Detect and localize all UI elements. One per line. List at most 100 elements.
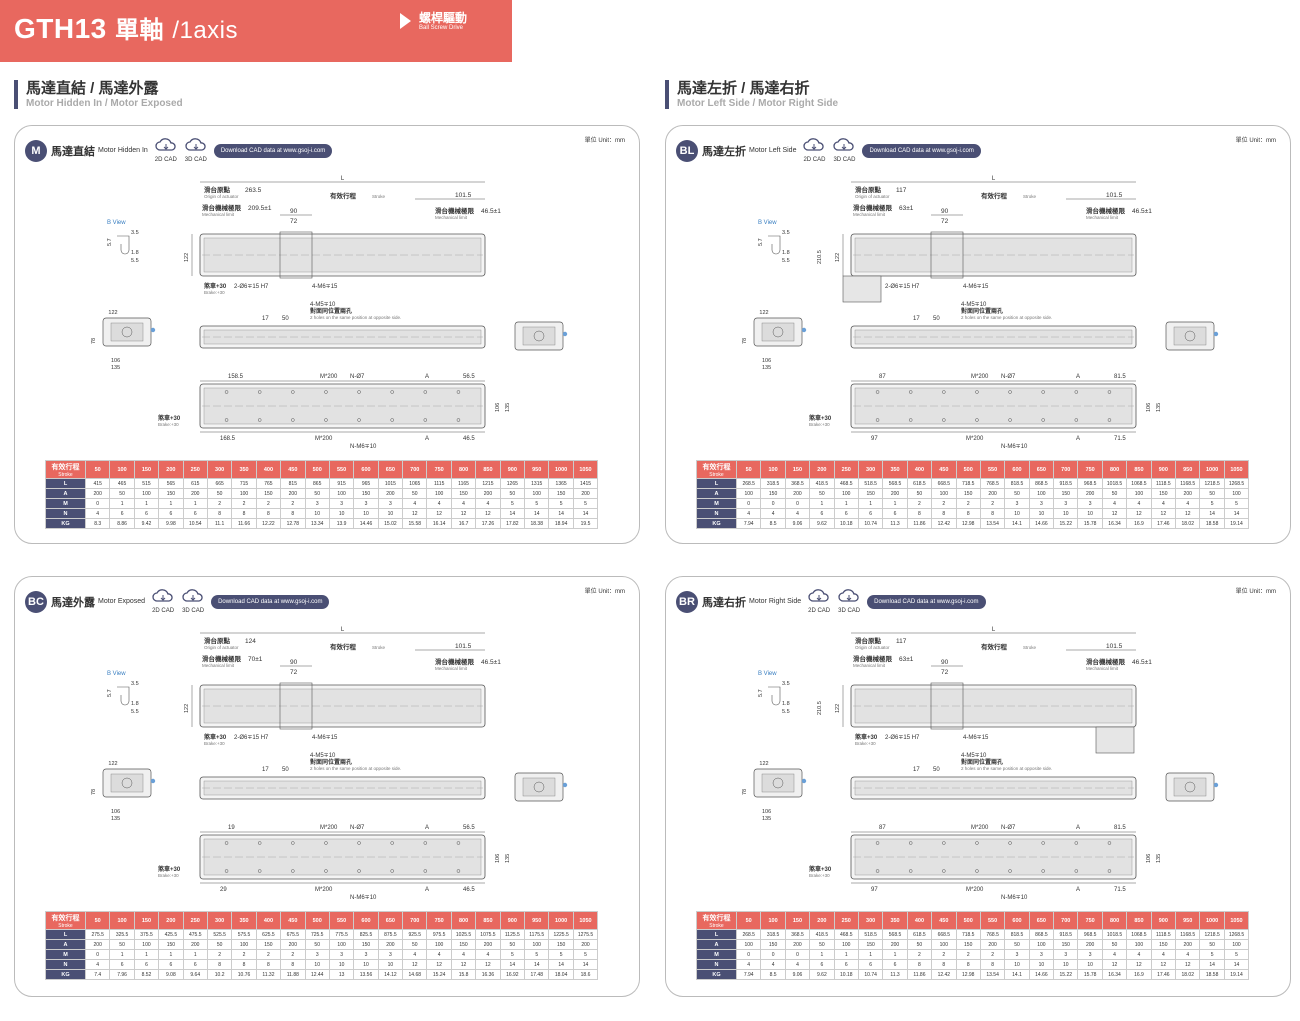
mount-hole: [423, 841, 428, 845]
cad-3d-button[interactable]: 3D CAD: [181, 589, 205, 614]
dim-label: M*200: [966, 887, 984, 893]
dim-label: 46.5±1: [481, 208, 501, 215]
dim-label: 煞車+30: [203, 282, 227, 290]
cad-2d-button[interactable]: 2D CAD: [154, 138, 178, 163]
dim-label: 滑台原點: [204, 636, 231, 645]
download-cad-link[interactable]: Download CAD data at www.gsoj-i.com: [862, 143, 981, 158]
table-cell: 150: [1053, 939, 1079, 950]
table-cell: 615: [182, 478, 208, 489]
dim-label: 78: [742, 789, 748, 795]
table-cell: 1118.5: [1150, 478, 1177, 489]
dim-label: 煞車+30: [808, 414, 832, 422]
dim-label: 滑台機械極限: [435, 206, 475, 215]
dim-label: 50: [282, 316, 289, 322]
cad-3d-label: 3D CAD: [182, 608, 205, 614]
dim-label: 101.5: [1106, 192, 1123, 199]
table-cell: 915: [328, 478, 355, 489]
dim-label: 3.5: [782, 681, 790, 687]
table-cell: 15.78: [1077, 518, 1103, 529]
dim-label: Mechanical limit: [853, 663, 886, 668]
table-header-cell: 200: [158, 460, 184, 479]
cad-2d-button[interactable]: 2D CAD: [151, 589, 175, 614]
cad-2d-button[interactable]: 2D CAD: [802, 138, 826, 163]
table-cell: 100: [1028, 939, 1055, 950]
actuator-body: [850, 325, 1137, 349]
cad-2d-button[interactable]: 2D CAD: [807, 589, 831, 614]
actuator-body: [850, 684, 1137, 728]
drive-zh: 螺桿驅動: [419, 11, 468, 25]
table-header-cell: 700: [1053, 911, 1079, 930]
table-cell: 15.22: [1053, 518, 1079, 529]
table-header-cell: 750: [1077, 460, 1103, 479]
download-cad-link[interactable]: Download CAD data at www.gsoj-i.com: [211, 594, 330, 609]
table-header-cell: 700: [402, 911, 428, 930]
dim-label: 78: [91, 789, 97, 795]
table-cell: 4: [1101, 498, 1128, 509]
table-cell: 468.5: [833, 478, 859, 489]
table-header-cell: 950: [1175, 911, 1201, 930]
type-badge: M: [25, 139, 47, 162]
table-header-cell: 450: [931, 911, 957, 930]
dim-label: 5.5: [782, 709, 790, 715]
table-cell: 1265: [499, 478, 526, 489]
table-cell: 2: [955, 498, 981, 509]
end-view: [753, 768, 807, 798]
table-cell: 10: [1004, 959, 1030, 970]
dim-label: 對面同位置兩孔: [961, 758, 1003, 766]
end-view: [753, 317, 807, 347]
dim-label: 3.5: [782, 230, 790, 236]
mount-hole: [390, 869, 394, 873]
table-cell: 425.5: [158, 929, 184, 940]
dim-label: 2 holes on the same position at opposite…: [310, 315, 401, 320]
table-cell: 8: [280, 959, 306, 970]
cad-3d-button[interactable]: 3D CAD: [837, 589, 861, 614]
table-cell: 13.56: [353, 969, 379, 980]
dim-label: 1.8: [131, 250, 139, 256]
dim-label: 5.7: [758, 689, 764, 697]
table-cell: 11.86: [906, 969, 933, 980]
cad-3d-button[interactable]: 3D CAD: [184, 138, 208, 163]
dim-label: Mechanical limit: [853, 212, 886, 217]
row-label: A: [696, 488, 737, 499]
download-cad-link[interactable]: Download CAD data at www.gsoj-i.com: [867, 594, 986, 609]
section-heading-left: 馬達直結 / 馬達外露 Motor Hidden In / Motor Expo…: [14, 80, 183, 109]
mount-hole: [875, 418, 880, 422]
table-cell: 925.5: [402, 929, 428, 940]
table-cell: 1: [182, 949, 208, 960]
table-header-cell: 400: [906, 911, 933, 930]
table-cell: 11.66: [231, 518, 257, 529]
table-header-cell: 650: [377, 460, 404, 479]
dim-label: 4-M6∓15: [963, 735, 989, 741]
table-header-cell: 750: [426, 460, 452, 479]
dim-label: 滑台機械極限: [853, 654, 893, 663]
table-cell: 675.5: [280, 929, 306, 940]
table-cell: 16.9: [1126, 969, 1152, 980]
carriage: [930, 682, 964, 730]
mount-hole: [908, 418, 913, 422]
table-cell: 150: [353, 939, 379, 950]
row-label: L: [45, 929, 86, 940]
table-cell: 6: [882, 508, 908, 519]
dim-label: L: [992, 176, 996, 182]
cad-3d-button[interactable]: 3D CAD: [832, 138, 856, 163]
table-cell: 12: [426, 508, 452, 519]
panel-name-en: Motor Left Side: [749, 147, 797, 154]
actuator-body: [199, 383, 486, 429]
table-cell: 368.5: [784, 929, 811, 940]
table-cell: 14: [572, 959, 599, 970]
table-cell: 17.46: [1150, 969, 1177, 980]
table-cell: 13.34: [304, 518, 330, 529]
table-cell: 818.5: [1004, 929, 1030, 940]
table-cell: 275.5: [84, 929, 111, 940]
table-cell: 15.8: [450, 969, 477, 980]
dim-label: 117: [896, 638, 907, 645]
table-cell: 10: [304, 959, 330, 970]
download-cad-link[interactable]: Download CAD data at www.gsoj-i.com: [213, 143, 333, 158]
table-cell: 150: [857, 488, 884, 499]
dim-label: A: [1076, 825, 1080, 831]
table-cell: 10: [1028, 959, 1055, 970]
